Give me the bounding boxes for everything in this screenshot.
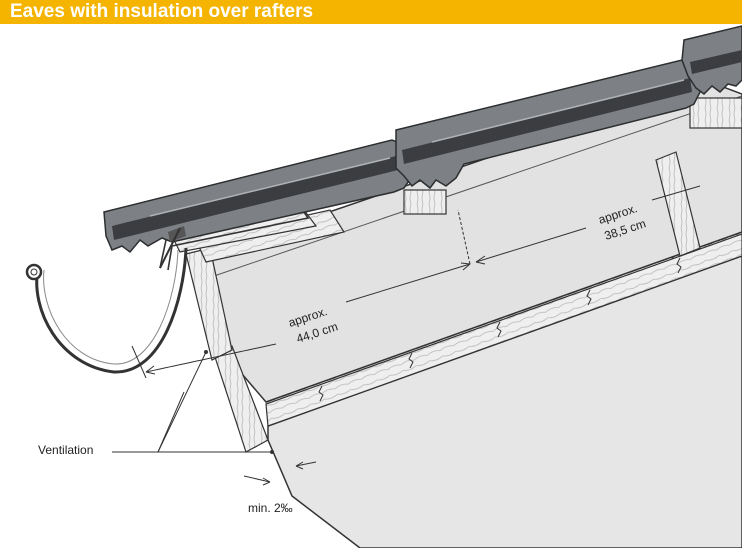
eaves-flashing bbox=[159, 211, 310, 271]
ventilation-label: Ventilation bbox=[38, 443, 93, 457]
ventilation-leader-lines bbox=[112, 351, 270, 453]
batten-right bbox=[655, 151, 701, 257]
gutter bbox=[25, 226, 188, 374]
ventilation-point-2 bbox=[270, 450, 274, 454]
tile-batten-top bbox=[689, 97, 742, 129]
dimension-lower bbox=[131, 209, 471, 379]
title-banner: Eaves with insulation over rafters bbox=[0, 0, 742, 24]
ventilation-point-1 bbox=[204, 350, 208, 354]
eaves-section-diagram: approx. 44,0 cm approx. 38,5 cm Ventilat… bbox=[25, 25, 742, 548]
board-joints bbox=[318, 257, 682, 402]
tile-batten-middle bbox=[403, 189, 447, 215]
page-title: Eaves with insulation over rafters bbox=[10, 1, 314, 22]
slope-arrows bbox=[243, 461, 317, 486]
gutter-bead bbox=[25, 263, 43, 281]
roof-tiles bbox=[103, 25, 742, 254]
sarking-boards bbox=[265, 233, 742, 427]
slope-label: min. 2‰ bbox=[248, 501, 293, 515]
dimension-upper bbox=[475, 185, 701, 265]
